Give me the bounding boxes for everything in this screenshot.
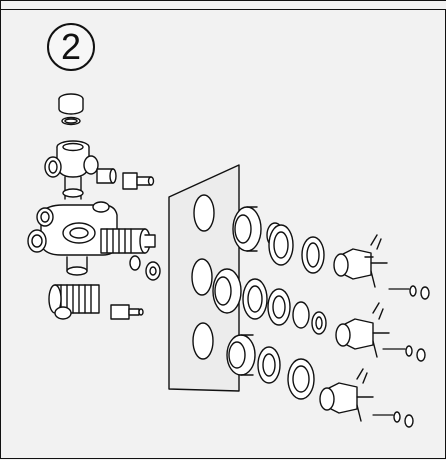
top-border [1,1,446,10]
cap-icon [404,414,414,428]
cross-handle-icon [333,234,388,288]
upper-body-icon [44,140,99,200]
top-cap-icon [58,93,84,126]
screw-head-icon [393,411,401,423]
screw-head-icon [409,285,417,297]
cover-plate-icon [168,164,240,392]
lower-outlet-icon [48,284,144,320]
valve-body-icon [27,93,161,320]
handle-set-middle-icon [212,268,426,362]
handle-set-bottom-icon [226,334,414,428]
step-number-badge: 2 [47,23,95,71]
screw-head-icon [405,345,413,357]
handle-set-top-icon [232,206,430,300]
spacer-ring-icon [232,206,262,252]
cross-handle-icon [335,302,390,358]
cross-handle-icon [319,368,374,422]
step-number: 2 [60,26,82,67]
cap-icon [416,348,426,362]
cap-icon [420,286,430,300]
main-body-icon [27,201,118,276]
small-valve-parts-icon [96,168,161,281]
thermostatic-cartridge-icon [100,228,156,254]
